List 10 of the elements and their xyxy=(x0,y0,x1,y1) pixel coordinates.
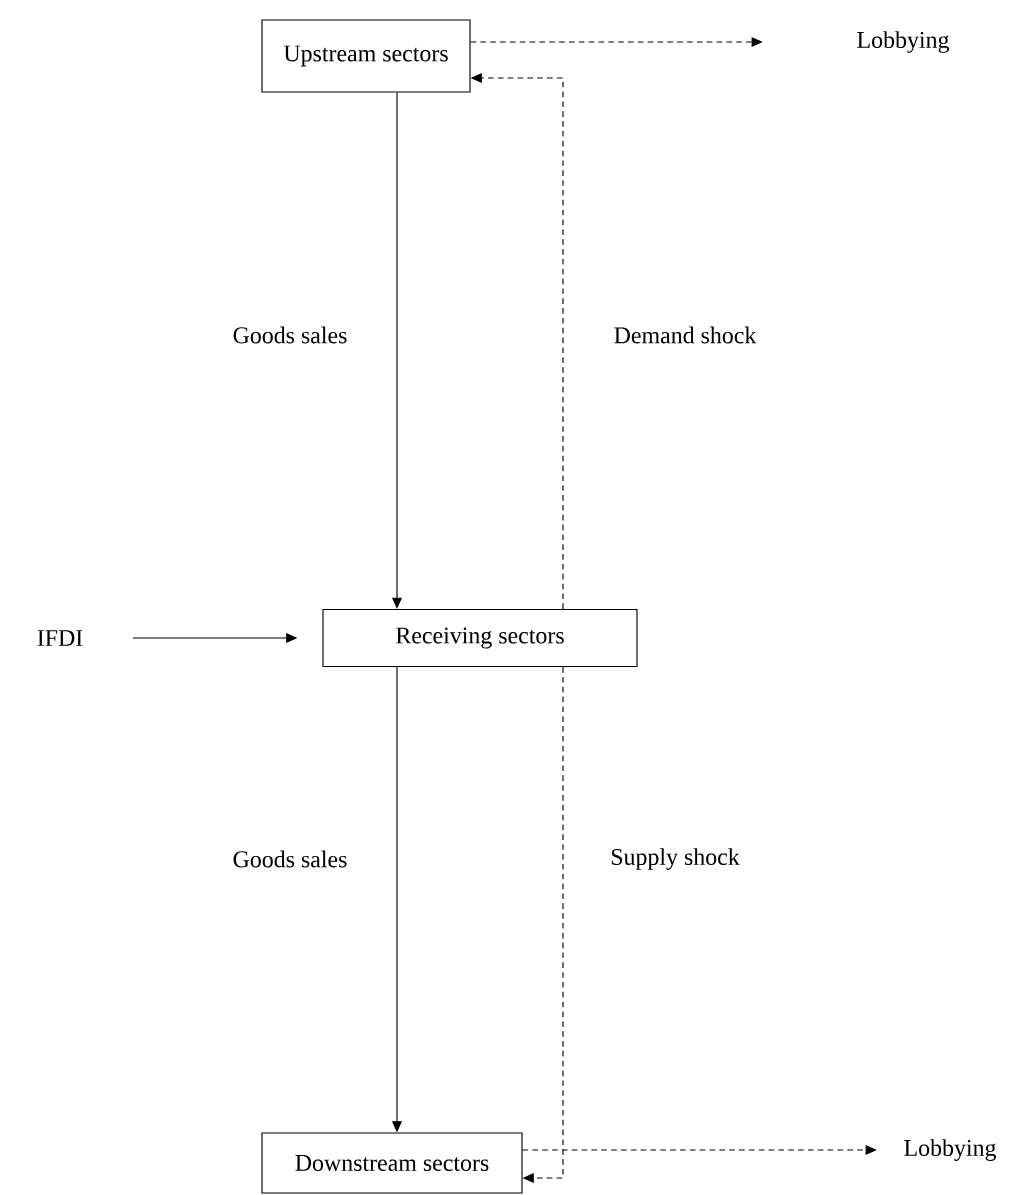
node-label: Lobbying xyxy=(857,31,949,53)
sector-box: Downstream sectors xyxy=(261,1132,523,1194)
node-label: IFDI xyxy=(37,630,83,646)
sector-box: Receiving sectors xyxy=(322,608,638,668)
edge-label: Demand shock xyxy=(612,325,758,345)
sector-box: Upstream sectors xyxy=(261,19,471,93)
edge-label: Goods sales xyxy=(231,849,349,869)
edge-label: Supply shock xyxy=(608,846,742,872)
edge-label: Goods sales xyxy=(231,325,349,345)
node-label: Lobbying xyxy=(904,1139,996,1161)
